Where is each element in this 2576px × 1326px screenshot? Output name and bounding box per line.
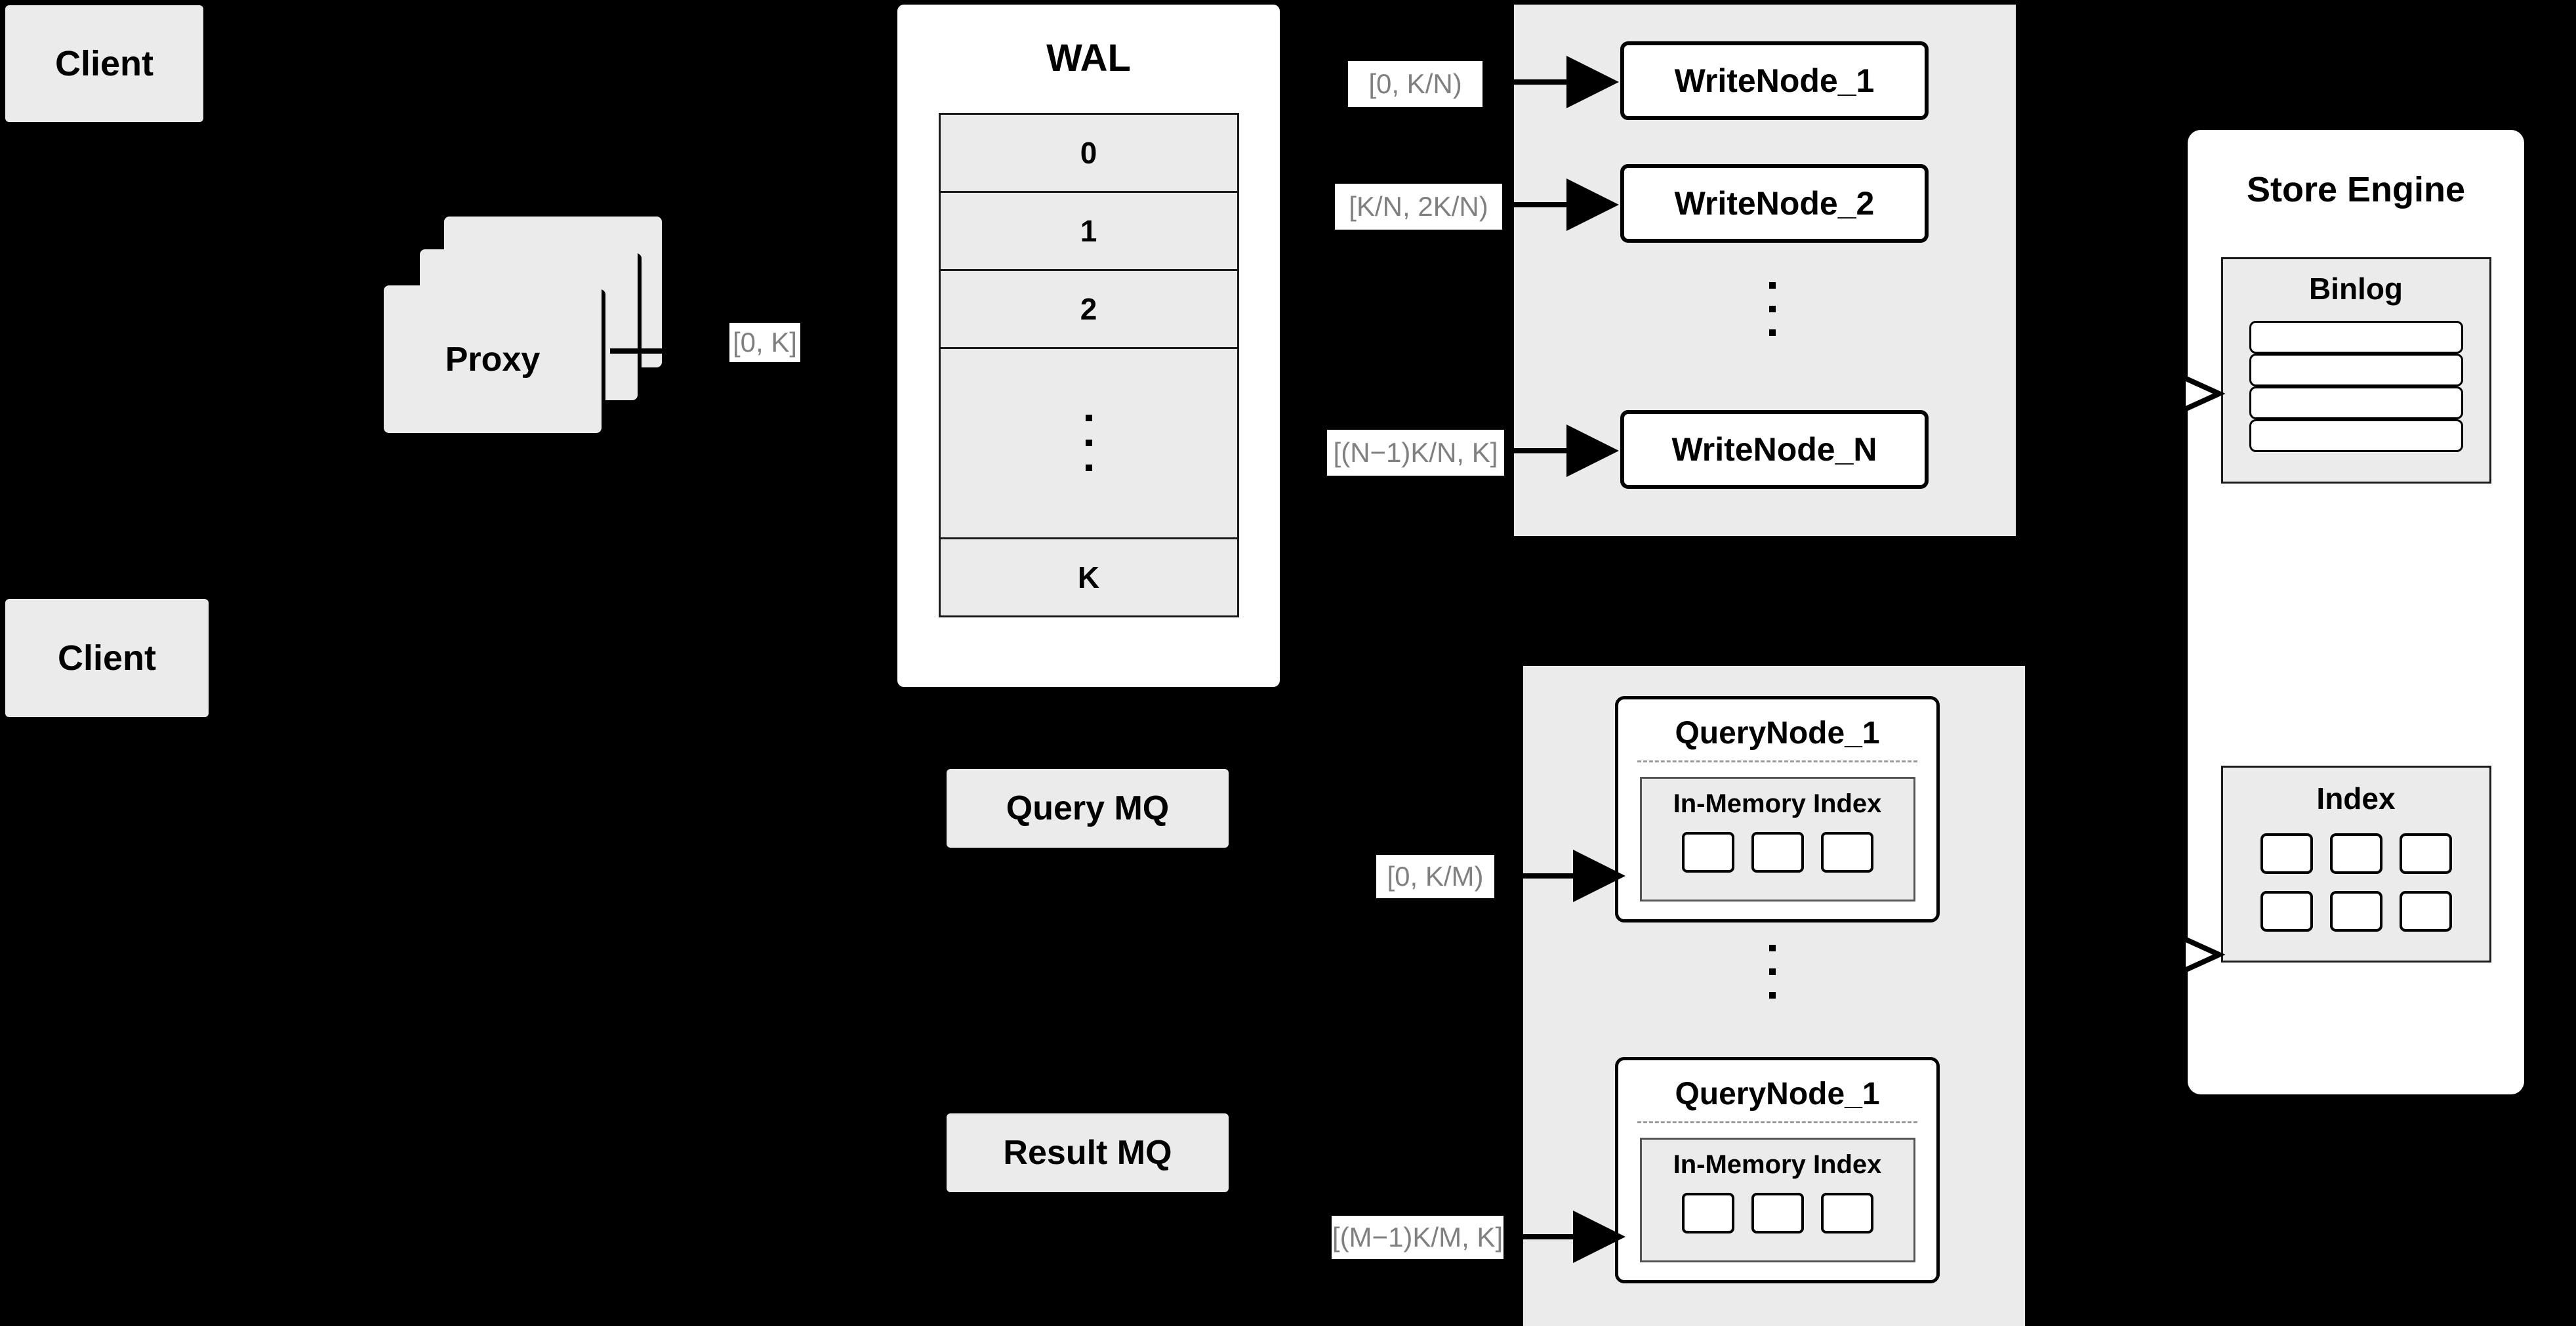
wal-table: 0 1 2 K (938, 113, 1239, 617)
ellipsis-dot (1769, 306, 1776, 312)
wal-row-ellipsis (940, 349, 1237, 540)
wal-to-writenode-1-arrow (1502, 56, 1619, 108)
edge-label-text: [(N−1)K/N, K] (1333, 437, 1498, 468)
wal-to-writenode-n-arrow (1502, 425, 1619, 477)
query-node-1-divider (1637, 760, 1917, 762)
ellipsis-dot (1769, 282, 1776, 289)
edge-label-text: [0, K/N) (1368, 68, 1462, 99)
index-grid-row (2260, 891, 2452, 932)
query-node-m[interactable]: QueryNode_1 In-Memory Index (1615, 1057, 1940, 1283)
index-cell (2260, 891, 2313, 932)
wal-to-writenode-2-arrow (1502, 178, 1619, 231)
wal-row-label: 2 (1080, 291, 1097, 326)
binlog-title: Binlog (2308, 272, 2403, 306)
query-node-m-divider (1637, 1121, 1917, 1123)
store-engine-title: Store Engine (2246, 170, 2466, 209)
index-grid-row (2260, 833, 2452, 874)
client-label-2: Client (57, 638, 156, 678)
ellipsis-dot (1769, 945, 1776, 951)
proxy-label: Proxy (445, 340, 541, 379)
wal-row-label: K (1077, 560, 1100, 595)
index-grid (2260, 833, 2452, 932)
in-memory-index-1: In-Memory Index (1639, 777, 1915, 901)
mq-to-querynode-1-arrow (1515, 850, 1625, 902)
in-memory-index-m-cells (1681, 1193, 1873, 1233)
store-engine-panel: Store Engine Binlog Index (2188, 130, 2524, 1094)
client-node-2[interactable]: Client (5, 599, 209, 717)
index-cell (1820, 832, 1873, 873)
binlog-row (2249, 386, 2463, 419)
write-node-n-label: WriteNode_N (1671, 431, 1877, 468)
edge-label-text: [0, K/M) (1387, 861, 1484, 892)
write-to-binlog-arrow (2158, 374, 2243, 413)
ellipsis-dot (1769, 329, 1776, 336)
wal-row: K (941, 539, 1237, 615)
index-cell (2399, 833, 2452, 874)
in-memory-index-1-title: In-Memory Index (1673, 789, 1882, 818)
index-cell (2260, 833, 2313, 874)
query-mq-node[interactable]: Query MQ (947, 769, 1229, 848)
mq-to-querynode-m-arrow (1515, 1211, 1625, 1263)
binlog-panel: Binlog (2220, 257, 2491, 484)
binlog-row (2249, 419, 2463, 452)
binlog-row (2249, 354, 2463, 386)
result-mq-node[interactable]: Result MQ (947, 1113, 1229, 1192)
write-node-2-label: WriteNode_2 (1674, 185, 1875, 222)
edge-label-writenode-2: [K/N, 2K/N) (1335, 184, 1502, 230)
write-node-n[interactable]: WriteNode_N (1620, 410, 1929, 489)
index-cell (1751, 832, 1804, 873)
index-cell (1681, 832, 1734, 873)
in-memory-index-1-cells (1681, 832, 1873, 873)
edge-label-writenode-1: [0, K/N) (1348, 61, 1482, 107)
edge-label-text: [(M−1)K/M, K] (1332, 1222, 1503, 1253)
edge-label-text: [0, K] (732, 327, 798, 358)
query-cluster-ellipsis (1769, 945, 1776, 999)
wal-title: WAL (1046, 37, 1131, 79)
wal-panel: WAL 0 1 2 K (897, 5, 1280, 687)
binlog-row (2249, 321, 2463, 354)
wal-row-label: 1 (1080, 213, 1097, 248)
binlog-rows (2249, 321, 2463, 452)
query-mq-label: Query MQ (1006, 789, 1170, 827)
query-node-1[interactable]: QueryNode_1 In-Memory Index (1615, 696, 1940, 922)
index-cell (2399, 891, 2452, 932)
wal-row-label: 0 (1080, 135, 1097, 170)
client-label-1: Client (54, 44, 153, 83)
wal-row: 1 (940, 193, 1237, 271)
edge-label-querynode-m: [(M−1)K/M, K] (1332, 1216, 1503, 1259)
write-cluster-ellipsis (1769, 282, 1776, 336)
wal-row: 0 (940, 115, 1237, 193)
result-mq-label: Result MQ (1003, 1134, 1172, 1172)
index-cell (1751, 1193, 1804, 1233)
index-panel: Index (2220, 766, 2491, 963)
index-cell (2329, 833, 2382, 874)
ellipsis-dot (1769, 968, 1776, 975)
in-memory-index-m: In-Memory Index (1639, 1138, 1915, 1262)
proxy-node[interactable]: Proxy (384, 285, 602, 433)
write-node-1[interactable]: WriteNode_1 (1620, 41, 1929, 120)
query-to-index-arrow (2158, 935, 2243, 974)
client-node-1[interactable]: Client (5, 5, 203, 122)
index-cell (1681, 1193, 1734, 1233)
ellipsis-dot (1085, 415, 1092, 422)
wal-row: 2 (940, 271, 1237, 349)
edge-label-querynode-1: [0, K/M) (1376, 855, 1494, 898)
edge-label-writenode-n: [(N−1)K/N, K] (1327, 430, 1504, 476)
query-node-1-title: QueryNode_1 (1675, 716, 1880, 751)
ellipsis-dot (1769, 992, 1776, 999)
edge-label-text: [K/N, 2K/N) (1349, 191, 1488, 222)
index-cell (2329, 891, 2382, 932)
ellipsis-dot (1085, 465, 1092, 472)
in-memory-index-m-title: In-Memory Index (1673, 1150, 1882, 1179)
index-title: Index (2316, 781, 2396, 816)
write-node-2[interactable]: WriteNode_2 (1620, 164, 1929, 243)
edge-label-proxy-to-wal: [0, K] (729, 323, 800, 362)
query-node-m-title: QueryNode_1 (1675, 1077, 1880, 1111)
ellipsis-dot (1085, 440, 1092, 447)
write-node-1-label: WriteNode_1 (1674, 62, 1875, 99)
index-cell (1820, 1193, 1873, 1233)
